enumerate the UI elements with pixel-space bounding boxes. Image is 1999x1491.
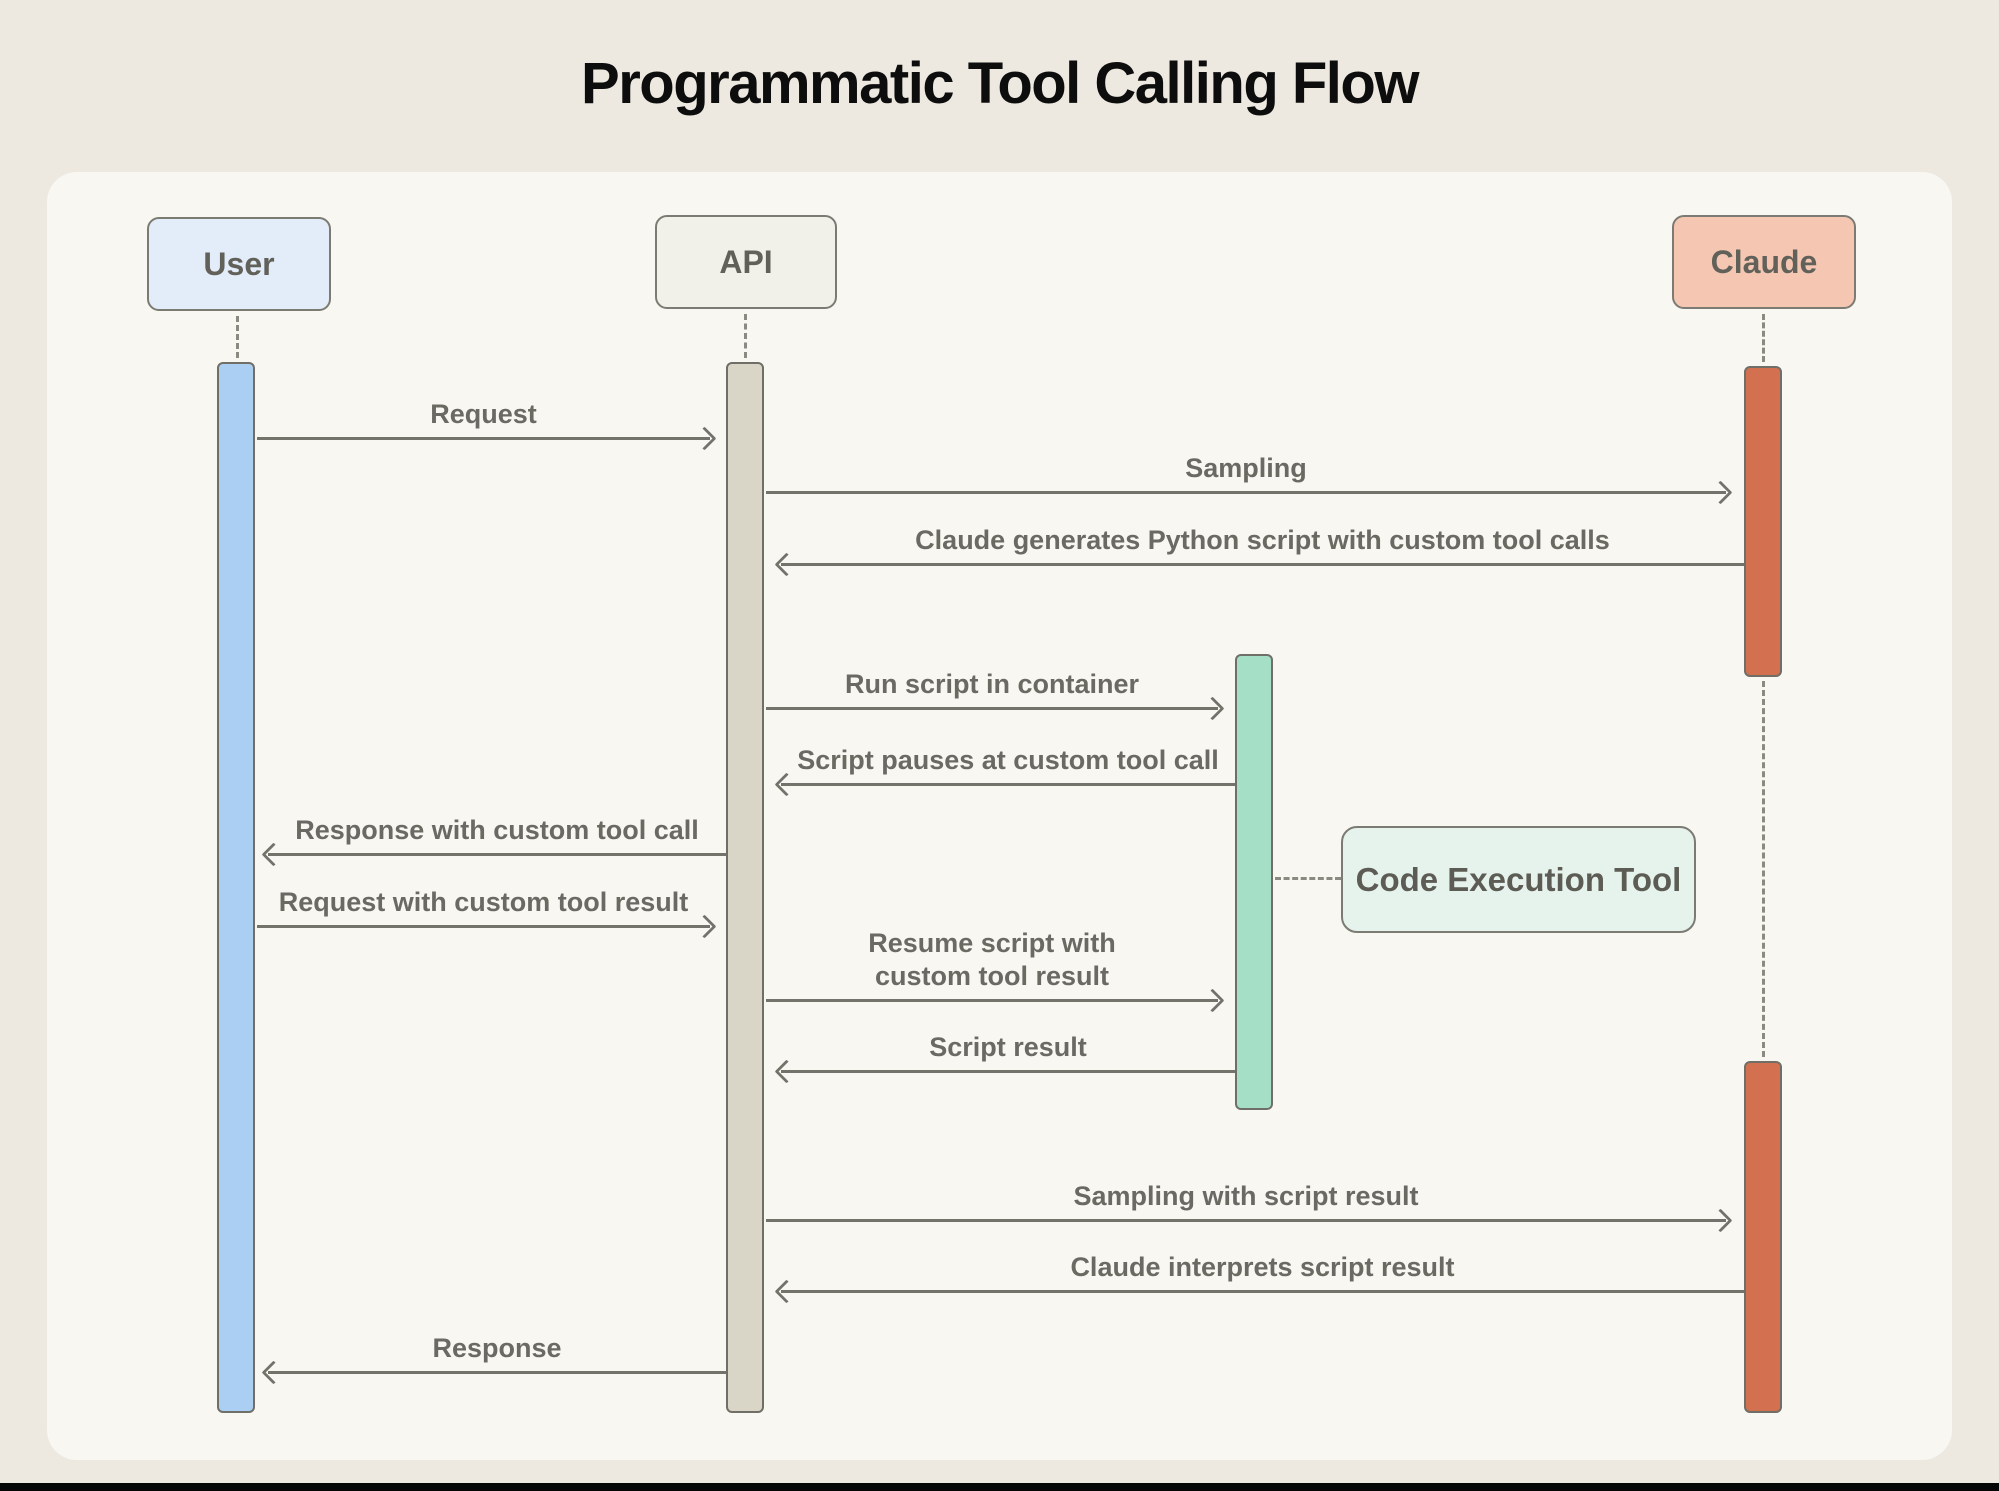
message-sampling-with-script-result: Sampling with script result <box>766 1181 1733 1233</box>
message-resume-script: Resume script with custom tool result <box>766 928 1225 1013</box>
message-line <box>766 707 1218 710</box>
message-label: Resume script with custom tool result <box>868 928 1116 991</box>
message-label: Request <box>430 399 537 429</box>
message-label: Claude interprets script result <box>1070 1252 1455 1282</box>
code-execution-connector <box>1275 877 1341 880</box>
message-script-pauses: Script pauses at custom tool call <box>774 745 1235 797</box>
code-execution-tool-box: Code Execution Tool <box>1341 826 1696 933</box>
activation-bar-claude-2 <box>1744 1061 1782 1413</box>
message-line <box>766 491 1726 494</box>
actor-label-api: API <box>719 243 773 280</box>
lifeline-claude-stub <box>1762 314 1765 362</box>
message-label: Sampling <box>1185 453 1307 483</box>
actor-label-user: User <box>203 245 275 282</box>
message-label: Sampling with script result <box>1073 1181 1419 1211</box>
message-line <box>781 1290 1744 1293</box>
lifeline-claude-middle <box>1762 681 1765 1057</box>
message-line <box>781 563 1744 566</box>
actor-box-user: User <box>147 217 331 311</box>
message-label: Run script in container <box>844 669 1140 699</box>
message-run-script: Run script in container <box>766 669 1225 721</box>
message-claude-interprets: Claude interprets script result <box>774 1252 1744 1304</box>
activation-bar-user <box>217 362 255 1413</box>
activation-bar-api <box>726 362 764 1413</box>
code-execution-tool-label: Code Execution Tool <box>1355 860 1682 898</box>
message-label: Response <box>432 1333 562 1363</box>
message-request: Request <box>257 399 717 451</box>
page-title: Programmatic Tool Calling Flow <box>581 51 1419 116</box>
message-script-result: Script result <box>774 1032 1235 1084</box>
message-request-custom-tool-result: Request with custom tool result <box>257 887 717 939</box>
message-sampling: Sampling <box>766 453 1733 505</box>
message-line <box>766 1219 1726 1222</box>
activation-bar-code-execution <box>1235 654 1273 1110</box>
message-line <box>781 1070 1235 1073</box>
message-claude-generates-script: Claude generates Python script with cust… <box>774 525 1744 577</box>
diagram-panel <box>47 172 1952 1460</box>
message-line <box>257 437 710 440</box>
bottom-edge-bar <box>0 1483 1999 1491</box>
message-label: Request with custom tool result <box>278 887 689 917</box>
message-line <box>781 783 1235 786</box>
message-line <box>766 999 1218 1002</box>
message-label: Script result <box>929 1032 1087 1062</box>
message-label: Claude generates Python script with cust… <box>915 525 1610 555</box>
message-label: Response with custom tool call <box>295 815 699 845</box>
lifeline-api-stub <box>744 314 747 358</box>
activation-bar-claude-1 <box>1744 366 1782 677</box>
actor-label-claude: Claude <box>1710 243 1818 280</box>
lifeline-user-stub <box>236 316 239 358</box>
message-line <box>268 1371 726 1374</box>
message-line <box>268 853 726 856</box>
message-label: Script pauses at custom tool call <box>797 745 1219 775</box>
message-response-custom-tool-call: Response with custom tool call <box>261 815 726 867</box>
actor-box-claude: Claude <box>1672 215 1856 309</box>
message-line <box>257 925 710 928</box>
message-response: Response <box>261 1333 726 1385</box>
actor-box-api: API <box>655 215 837 309</box>
